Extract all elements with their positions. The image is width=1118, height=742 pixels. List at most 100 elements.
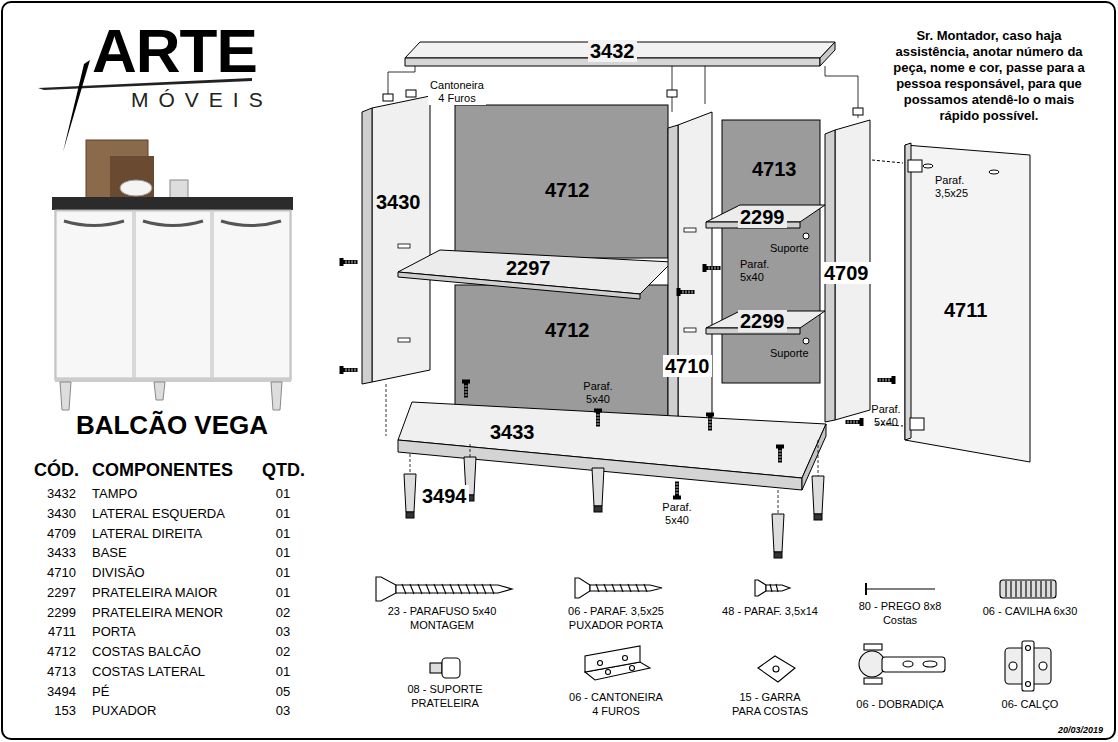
part-name: BASE [92,545,127,561]
exploded-view [878,377,895,384]
part-code: 4709 [28,526,76,542]
exploded-view [908,160,922,172]
callout-number: 3430 [376,190,421,214]
hardware-icons [1026,682,1031,687]
part-name: TAMPO [92,486,137,502]
hardware-caption: 06- CALÇO [970,697,1090,711]
exploded-view [340,367,357,374]
hardware-label: Cantoneira 4 Furos [428,79,486,105]
exploded-view [772,514,784,552]
exploded-view [905,145,1030,462]
hardware-caption: 06 - PARAF. 3,5x25 PUXADOR PORTA [556,604,676,632]
product-photo [213,211,290,378]
table-header: CÓD. [34,459,79,481]
exploded-view [592,468,604,506]
hardware-icons [859,651,885,677]
callout-number: 4713 [752,157,797,181]
table-header: COMPONENTES [92,459,233,481]
exploded-view [722,120,820,383]
exploded-view [820,42,835,66]
part-name: PUXADOR [92,703,156,719]
product-photo [52,197,293,210]
part-name: LATERAL ESQUERDA [92,506,225,522]
hardware-icons [596,584,647,592]
part-quantity: 01 [268,585,298,601]
hardware-caption: 80 - PREGO 8x8 Costas [853,599,948,627]
product-photo [170,180,188,198]
exploded-view [923,164,933,168]
exploded-view [463,380,470,397]
part-code: 153 [28,703,76,719]
hardware-label: Paraf. 5x40 [866,403,906,429]
part-quantity: 01 [268,664,298,680]
hardware-icons [376,577,396,601]
part-quantity: 05 [268,684,298,700]
product-photo [271,382,282,410]
assembler-note: Sr. Montador, caso haja assistência, ano… [890,28,1088,124]
hardware-icons [773,666,779,672]
exploded-view [340,42,1030,558]
product-photo [154,382,165,400]
callout-number: 3432 [588,40,637,62]
callout-number: 4712 [545,178,590,202]
part-quantity: 01 [268,565,298,581]
exploded-view [803,233,809,239]
callout-number: 4710 [663,355,712,377]
hardware-icons [623,656,628,661]
exploded-view [684,228,696,232]
hardware-icons [864,678,882,684]
product-photo [56,211,133,378]
exploded-view [398,244,410,248]
hardware-caption: 06 - CANTONEIRA 4 FUROS [567,690,665,718]
hardware-caption: 06 - CAVILHA 6x30 [965,604,1095,618]
exploded-view [777,445,784,462]
hardware-icons [585,646,640,672]
exploded-view [774,552,782,558]
callout-number: 4712 [545,318,590,342]
hardware-icons [903,661,913,667]
exploded-view [406,512,414,518]
hardware-icons [575,578,590,598]
hardware-icons [882,657,945,672]
part-name: DIVISÃO [92,565,145,581]
hardware-icons [866,588,935,589]
hardware-icons [376,577,1056,691]
table-header: QTD. [262,459,305,481]
exploded-view [812,476,824,514]
exploded-view [989,170,999,174]
hardware-icons [396,585,512,593]
product-photo [52,140,293,410]
hardware-caption: 15 - GARRA PARA COSTAS [728,690,813,718]
callout-number: 4711 [944,298,987,322]
exploded-view [905,143,911,440]
part-quantity: 02 [268,605,298,621]
brand-logo: ARTE [92,20,257,82]
product-title: BALCÃO VEGA [52,410,292,440]
hardware-caption: 08 - SUPORTE PRATELEIRA [395,682,495,710]
callout-number: 2299 [738,206,787,228]
part-quantity: 03 [268,703,298,719]
product-photo [55,378,291,382]
hardware-label: Paraf. 5x40 [740,258,780,284]
part-name: PORTA [92,624,136,640]
callout-number: 4709 [822,262,871,284]
exploded-view [455,105,668,258]
exploded-view [853,108,863,115]
exploded-view [814,514,822,520]
hardware-icons [766,585,790,591]
hardware-icons [590,585,662,591]
hardware-icons [864,644,882,650]
hardware-icons [770,584,778,592]
exploded-view [674,482,681,499]
exploded-view [340,259,357,266]
exploded-view [404,474,416,512]
date-stamp: 20/03/2019 [1058,725,1103,736]
hardware-icons [630,666,635,671]
product-photo [55,210,291,380]
exploded-view [668,125,678,442]
hardware-caption: 06 - DOBRADIÇA [840,697,960,711]
part-name: COSTAS LATERAL [92,664,205,680]
hardware-icons [598,661,603,666]
brand-subtitle: MÓVEIS [131,88,273,112]
